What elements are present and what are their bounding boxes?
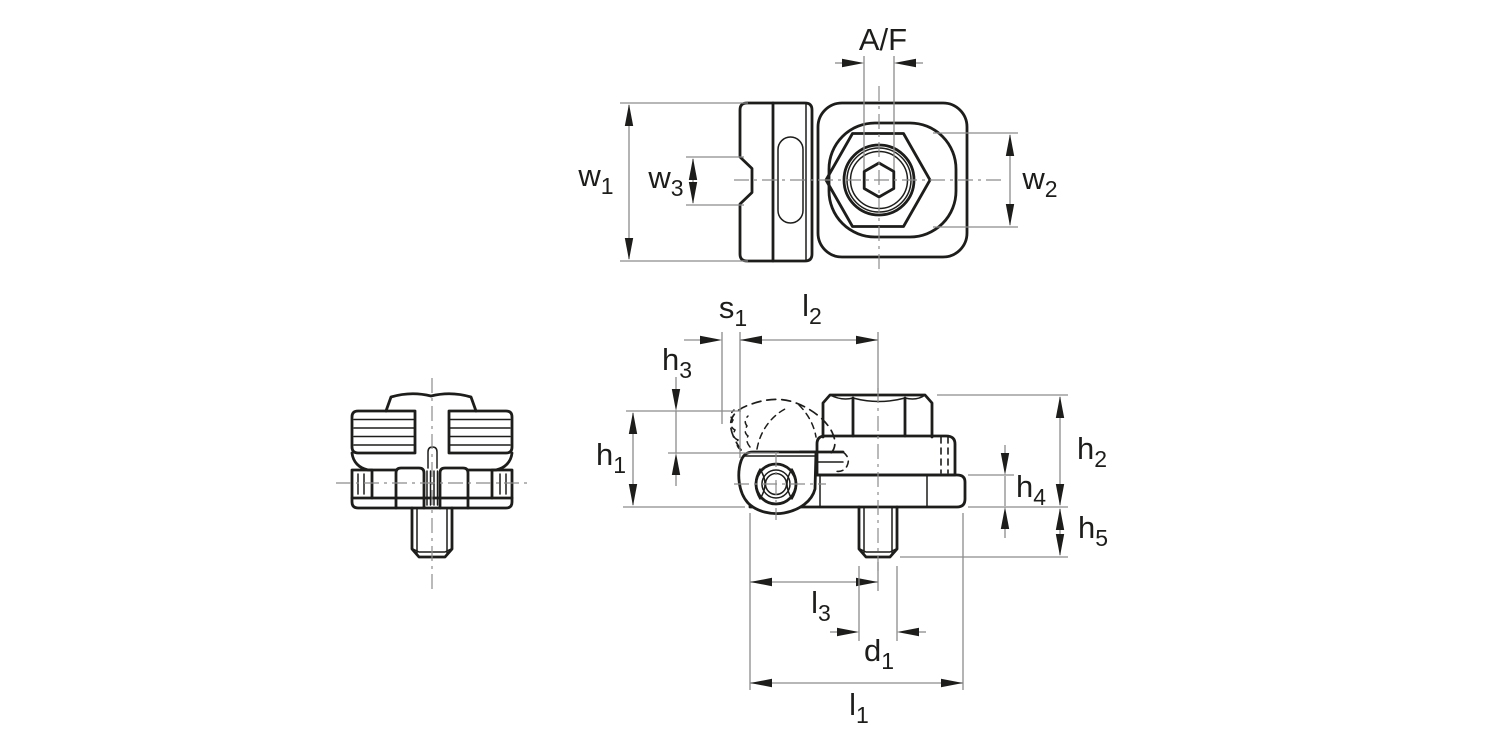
dim-label-h1: h1 (595, 437, 627, 478)
dimension-h1 (623, 412, 745, 508)
top-view (734, 86, 1004, 274)
dimension-d1 (830, 566, 926, 641)
dimension-h5 (900, 508, 1068, 558)
dimension-h4 (968, 445, 1014, 538)
dim-label-h4: h4 (1015, 469, 1047, 510)
dim-label-l1: l1 (849, 687, 869, 728)
dimension-w1 (620, 102, 748, 262)
dim-label-h3: h3 (661, 342, 693, 383)
dim-label-d1: d1 (863, 633, 895, 674)
dimension-af (835, 56, 923, 170)
dimension-w2 (933, 132, 1018, 228)
dimension-l3 (749, 513, 879, 690)
dim-label-l3: l3 (811, 585, 831, 626)
dim-label-w3: w3 (648, 160, 684, 201)
dim-label-h2: h2 (1076, 431, 1108, 472)
dimension-h2 (937, 394, 1068, 508)
dim-label-h5: h5 (1077, 510, 1109, 551)
dim-label-s1: s1 (718, 290, 748, 331)
dimension-s1-l2 (684, 332, 879, 458)
dimension-l1 (750, 513, 964, 690)
dimension-w3 (686, 156, 744, 206)
front-view (336, 378, 528, 592)
dim-label-af: A/F (858, 22, 908, 57)
dim-label-w2: w2 (1022, 161, 1058, 202)
dimension-h3 (626, 377, 779, 486)
dim-label-w1: w1 (578, 158, 614, 199)
side-view (729, 388, 967, 575)
dim-label-l2: l2 (802, 288, 822, 329)
